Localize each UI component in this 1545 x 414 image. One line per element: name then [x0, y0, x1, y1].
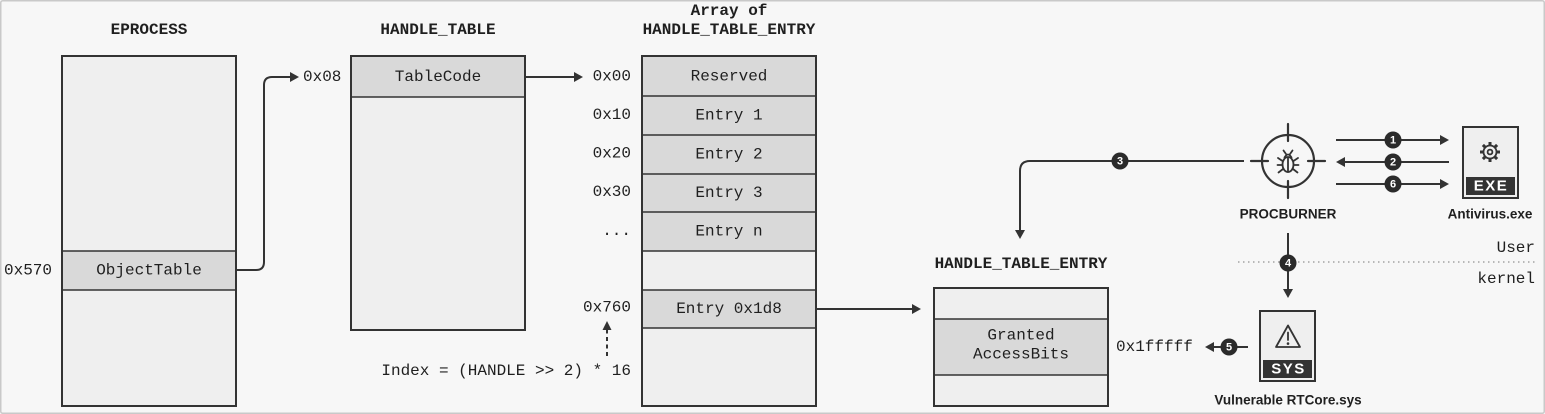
procburner-label: PROCBURNER — [1240, 207, 1337, 222]
eprocess-structure: EPROCESS ObjectTable 0x570 — [4, 21, 237, 407]
driver-node: SYS Vulnerable RTCore.sys — [1214, 310, 1362, 408]
sys-badge — [1263, 360, 1312, 378]
index-formula: Index = (HANDLE >> 2) * 16 — [381, 362, 631, 380]
array-row-label: Entry 2 — [695, 146, 762, 164]
step-number: 4 — [1285, 258, 1292, 270]
exe-badge — [1466, 177, 1515, 195]
handle-table-box — [350, 55, 526, 331]
kernel-mode-label: kernel — [1477, 270, 1535, 288]
array-row-offset: 0x00 — [593, 68, 631, 86]
table-code-label: TableCode — [395, 68, 481, 86]
index-formula-annotation: Index = (HANDLE >> 2) * 16 — [381, 321, 631, 380]
granted-access-label-line1: Granted — [987, 327, 1054, 345]
array-row-entry-3 — [643, 174, 815, 212]
arrowhead — [1015, 230, 1025, 239]
arrow-step-5: 5 — [1205, 338, 1248, 356]
array-row-label: Reserved — [691, 68, 768, 86]
handle-table-title: HANDLE_TABLE — [380, 21, 495, 39]
arrowhead — [574, 72, 583, 82]
array-row-label: Entry 3 — [695, 184, 762, 202]
array-row-label: Entry 0x1d8 — [676, 300, 782, 318]
array-row-entry-0x1d8 — [643, 290, 815, 328]
user-mode-label: User — [1497, 239, 1535, 257]
object-table-label: ObjectTable — [96, 262, 202, 280]
array-row-offset: ... — [602, 222, 631, 240]
step-number: 2 — [1390, 157, 1396, 169]
step-marker-circle — [1111, 152, 1129, 170]
table-code-offset: 0x08 — [303, 68, 341, 86]
array-row-reserved — [643, 57, 815, 96]
step-marker-circle — [1384, 153, 1402, 171]
granted-access-value: 0x1fffff — [1116, 338, 1193, 356]
object-table-cell — [63, 251, 235, 290]
entry-array-structure: Array of HANDLE_TABLE_ENTRY Reserved Ent… — [583, 2, 817, 407]
warning-icon — [1275, 324, 1301, 348]
antivirus-label: Antivirus.exe — [1448, 207, 1533, 222]
eprocess-box — [61, 55, 237, 407]
step-number: 6 — [1390, 179, 1396, 191]
eprocess-title: EPROCESS — [111, 21, 188, 39]
step-marker-circle — [1220, 338, 1238, 356]
handle-table-entry-title: HANDLE_TABLE_ENTRY — [935, 255, 1108, 273]
array-row-offset: 0x10 — [593, 106, 631, 124]
array-row-label: Entry n — [695, 223, 762, 241]
arrowhead — [602, 321, 612, 330]
array-row-offset: 0x30 — [593, 183, 631, 201]
step-number: 3 — [1117, 156, 1123, 168]
array-row-offset: 0x760 — [583, 299, 631, 317]
arrowhead — [1440, 135, 1449, 145]
arrow-table-code-to-array — [525, 72, 583, 82]
procburner-node: PROCBURNER — [1240, 122, 1337, 222]
arrowhead — [290, 72, 299, 82]
step-marker-circle — [1384, 175, 1402, 193]
granted-access-cell — [935, 319, 1107, 375]
arrowhead — [1205, 342, 1214, 352]
arrow-step-1: 1 — [1336, 131, 1449, 149]
arrow-step-6: 6 — [1336, 175, 1449, 193]
array-row-offset: 0x20 — [593, 145, 631, 163]
arrow-entry-to-handle-table-entry — [816, 304, 921, 314]
step-number: 5 — [1226, 342, 1232, 354]
array-row-entry-2 — [643, 135, 815, 174]
array-row-entry-n — [643, 212, 815, 251]
arrowhead — [912, 304, 921, 314]
step-number: 1 — [1390, 135, 1396, 147]
array-row-label: Entry 1 — [695, 107, 762, 125]
arrow-step-2: 2 — [1336, 153, 1449, 171]
sys-badge-text: SYS — [1271, 361, 1306, 378]
antivirus-node: EXE Antivirus.exe — [1448, 126, 1533, 222]
object-table-offset: 0x570 — [4, 262, 52, 280]
crosshair-bug-icon — [1249, 122, 1327, 200]
arrow-step-4: 4 — [1279, 233, 1297, 298]
granted-access-label-line2: AccessBits — [973, 346, 1069, 364]
exe-badge-text: EXE — [1474, 178, 1509, 195]
arrowhead — [1440, 179, 1449, 189]
connector-line — [236, 76, 291, 271]
entry-array-title-line2: HANDLE_TABLE_ENTRY — [643, 21, 816, 39]
handle-table-entry-structure: HANDLE_TABLE_ENTRY Granted AccessBits — [933, 255, 1109, 407]
driver-label: Vulnerable RTCore.sys — [1214, 393, 1361, 408]
arrow-object-table-to-handle-table — [236, 72, 299, 271]
step-marker-circle — [1279, 254, 1297, 272]
gear-icon — [1480, 142, 1500, 162]
array-row-entry-1 — [643, 96, 815, 135]
arrowhead — [1336, 157, 1345, 167]
table-code-cell — [352, 57, 524, 97]
connector-line — [1019, 160, 1244, 231]
arrow-step-3: 3 — [1015, 152, 1244, 239]
privilege-boundary: User kernel — [1238, 239, 1536, 288]
bug-icon — [1276, 149, 1300, 174]
handle-table-structure: HANDLE_TABLE TableCode — [350, 21, 526, 331]
entry-array-title-line1: Array of — [691, 2, 768, 20]
step-marker-circle — [1384, 131, 1402, 149]
arrowhead — [1283, 289, 1293, 298]
